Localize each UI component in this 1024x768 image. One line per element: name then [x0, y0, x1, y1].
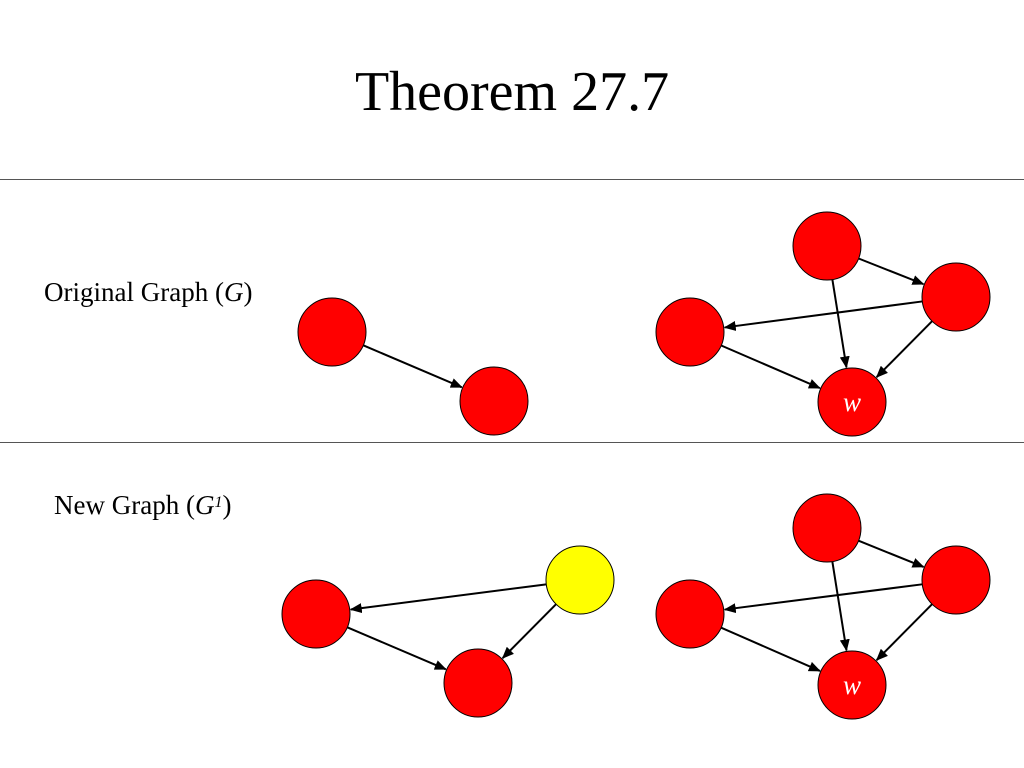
- node-nR2: [921, 545, 991, 615]
- edge-oR1-oR2: [858, 257, 925, 286]
- new-label-symbol: G: [194, 490, 215, 520]
- new-graph-label: New Graph (G1): [54, 489, 231, 521]
- original-label-suffix: ): [243, 277, 253, 307]
- node-oRw: [817, 367, 887, 437]
- divider-middle: [0, 442, 1024, 443]
- node-oL2: [459, 366, 529, 436]
- node-oL1: [297, 297, 367, 367]
- node-nR3: [655, 579, 725, 649]
- new-label-suffix: ): [222, 490, 232, 520]
- edge-nR1-nRw: [831, 561, 850, 652]
- edge-oL1-oL2: [362, 344, 463, 389]
- node-oR3: [655, 297, 725, 367]
- node-oR2: [921, 262, 991, 332]
- node-nL2: [443, 648, 513, 718]
- node-nY: [545, 545, 615, 615]
- new-label-prefix: New Graph (: [54, 490, 195, 520]
- edges: [346, 257, 933, 672]
- node-oR1: [792, 211, 862, 281]
- new-label-superscript: 1: [214, 494, 223, 511]
- edge-oR1-oRw: [831, 279, 850, 369]
- edge-nR2-nRw: [875, 603, 933, 661]
- node-nL1: [281, 579, 351, 649]
- original-label-symbol: G: [223, 277, 244, 307]
- edge-nR1-nR2: [858, 539, 925, 568]
- original-label-prefix: Original Graph (: [44, 277, 224, 307]
- edge-nY-nL1: [349, 583, 547, 614]
- edge-oR2-oRw: [875, 320, 933, 378]
- edge-nL1-nL2: [346, 626, 447, 671]
- nodes: ww: [281, 211, 991, 720]
- node-label-nRw: w: [843, 670, 861, 700]
- edge-nR3-nRw: [720, 626, 821, 672]
- edge-oR2-oR3: [723, 300, 923, 331]
- node-nR1: [792, 493, 862, 563]
- node-nRw: [817, 650, 887, 720]
- edge-oR3-oRw: [720, 344, 821, 390]
- edge-nR2-nR3: [723, 583, 923, 614]
- original-graph-label: Original Graph (G): [44, 276, 252, 308]
- node-label-oRw: w: [843, 387, 861, 417]
- edge-nY-nL2: [501, 603, 557, 659]
- slide-title: Theorem 27.7: [354, 61, 670, 123]
- divider-top: [0, 179, 1024, 180]
